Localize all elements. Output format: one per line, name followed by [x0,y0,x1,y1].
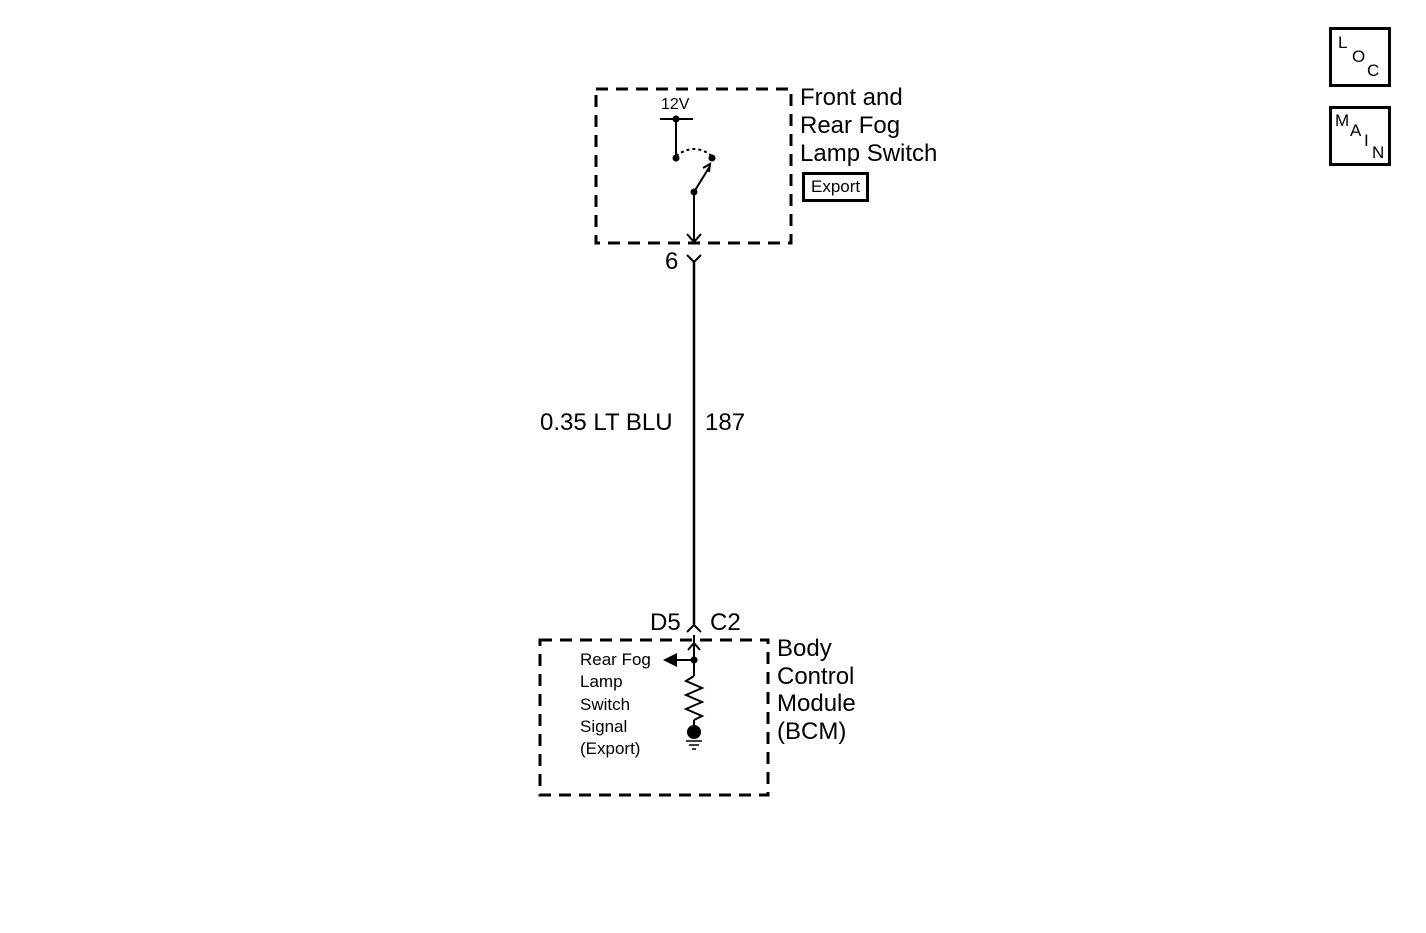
ground-node [687,725,701,739]
loc-letter-c: C [1367,61,1380,80]
bcm-name-line-4: (BCM) [777,717,847,745]
main-letter-a: A [1350,121,1362,140]
switch-name-line-3: Lamp Switch [800,140,938,167]
switch-export-tag: Export [802,172,870,202]
bcm-component-name: Body Control Module (BCM) [777,635,856,745]
signal-line-1: Rear Fog [580,650,651,669]
bcm-input-arrow [687,641,701,651]
supply-voltage-label: 12V [661,96,690,113]
switch-pin-label: 6 [665,248,679,275]
switch-name-line-2: Rear Fog [800,112,901,139]
switch-actuation-arc [675,148,713,157]
bcm-signal-label: Rear Fog Lamp Switch Signal (Export) [580,649,651,760]
signal-arrowhead [663,653,677,667]
bcm-pin-label: D5 [650,609,681,636]
loc-letter-o: O [1352,47,1366,66]
bcm-name-line-3: Module [777,690,856,717]
switch-component-name: Front and Rear Fog Lamp Switch [800,84,937,168]
loc-nav-button[interactable]: L O C [1329,27,1391,87]
wire-gauge-color-label: 0.35 LT BLU [540,409,673,436]
loc-letter-l: L [1338,33,1348,52]
signal-line-4: Signal [580,716,628,736]
connector-c2-symbol [686,623,702,633]
pull-down-resistor [683,675,705,721]
switch-contact-right [708,154,716,162]
switch-blade [693,165,711,193]
signal-line-5: (Export) [580,739,641,759]
signal-line-3: Switch [580,694,631,714]
switch-component-outline [594,87,793,245]
bcm-name-line-1: Body [777,635,832,662]
bcm-name-line-2: Control [777,662,855,690]
main-letter-i: I [1364,131,1369,150]
switch-blade-arrow [702,162,712,173]
signal-line-2: Lamp [580,672,623,692]
switch-name-line-1: Front and [800,84,903,111]
switch-output-arrow [686,233,702,244]
main-letter-n: N [1372,143,1385,162]
connector-6-symbol [686,254,702,264]
main-letter-m: M [1335,111,1350,130]
wire-circuit-label: 187 [705,409,746,436]
switch-contact-left [672,154,680,162]
main-nav-button[interactable]: M A I N [1329,106,1391,166]
bcm-component-outline [538,638,770,797]
bcm-connector-label: C2 [710,609,741,636]
